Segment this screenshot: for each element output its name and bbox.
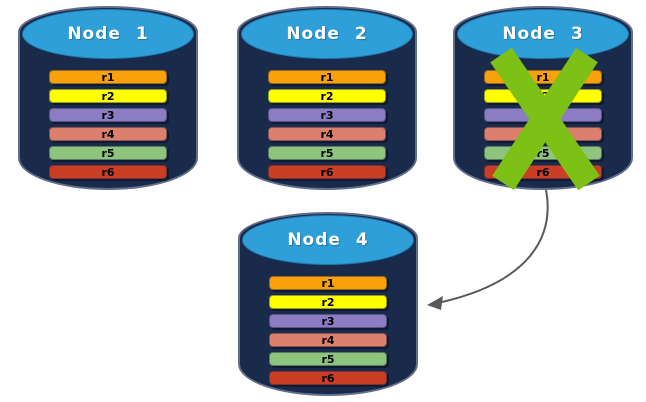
row-r5: r5 — [49, 146, 167, 160]
node-2: Node 2 r1 r2 r3 r4 r5 r6 — [237, 6, 417, 190]
row-r2: r2 — [268, 89, 386, 103]
cylinder-top: Node 2 — [241, 9, 413, 59]
row-r6: r6 — [49, 165, 167, 179]
node-title: Node 2 — [286, 24, 368, 44]
row-r5: r5 — [484, 146, 602, 160]
arrowhead-icon — [427, 296, 443, 310]
row-r1: r1 — [269, 276, 387, 290]
cylinder-top: Node 3 — [457, 9, 629, 59]
row-stack: r1 r2 r3 r4 r5 r6 — [484, 70, 602, 179]
row-stack: r1 r2 r3 r4 r5 r6 — [268, 70, 386, 179]
node-1: Node 1 r1 r2 r3 r4 r5 r6 — [18, 6, 198, 190]
row-r4: r4 — [268, 127, 386, 141]
row-stack: r1 r2 r3 r4 r5 r6 — [49, 70, 167, 179]
row-r2: r2 — [484, 89, 602, 103]
row-r6: r6 — [268, 165, 386, 179]
row-r3: r3 — [269, 314, 387, 328]
row-r4: r4 — [484, 127, 602, 141]
row-r4: r4 — [269, 333, 387, 347]
row-r3: r3 — [49, 108, 167, 122]
node-4: Node 4 r1 r2 r3 r4 r5 r6 — [238, 212, 418, 396]
node-title: Node 3 — [502, 24, 584, 44]
row-r4: r4 — [49, 127, 167, 141]
failover-arrow — [427, 189, 549, 310]
node-title: Node 4 — [287, 230, 369, 250]
cylinder-top: Node 1 — [22, 9, 194, 59]
row-r1: r1 — [49, 70, 167, 84]
node-title: Node 1 — [67, 24, 149, 44]
row-r2: r2 — [269, 295, 387, 309]
row-r5: r5 — [268, 146, 386, 160]
row-r6: r6 — [269, 371, 387, 385]
row-r6: r6 — [484, 165, 602, 179]
row-r3: r3 — [484, 108, 602, 122]
row-r1: r1 — [484, 70, 602, 84]
cylinder-top: Node 4 — [242, 215, 414, 265]
row-r2: r2 — [49, 89, 167, 103]
row-stack: r1 r2 r3 r4 r5 r6 — [269, 276, 387, 385]
node-3: Node 3 r1 r2 r3 r4 r5 r6 — [453, 6, 633, 190]
row-r3: r3 — [268, 108, 386, 122]
row-r1: r1 — [268, 70, 386, 84]
row-r5: r5 — [269, 352, 387, 366]
